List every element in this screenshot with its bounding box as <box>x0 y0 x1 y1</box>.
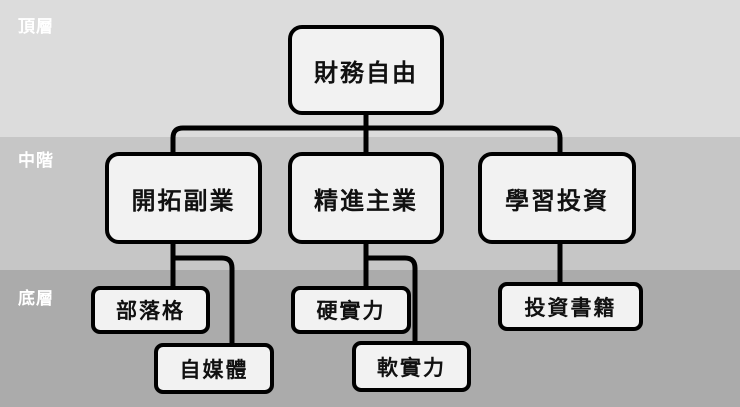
node-learn-invest: 學習投資 <box>478 152 636 244</box>
tier-label-bottom: 底層 <box>18 289 54 309</box>
node-side-business: 開拓副業 <box>105 152 262 244</box>
node-soft-skills-label: 軟實力 <box>377 355 446 380</box>
node-hard-skills-label: 硬實力 <box>316 299 386 323</box>
connector-side-business-to-self-media <box>170 255 235 348</box>
node-root: 財務自由 <box>288 25 444 115</box>
node-blog: 部落格 <box>91 286 210 334</box>
node-self-media-label: 自媒體 <box>179 357 249 382</box>
node-side-business-label: 開拓副業 <box>131 186 236 215</box>
node-soft-skills: 軟實力 <box>352 341 471 392</box>
node-main-job-label: 精進主業 <box>314 186 418 215</box>
connector-main-job-to-soft-skills <box>363 255 418 346</box>
node-self-media: 自媒體 <box>154 343 274 394</box>
tier-label-top: 頂層 <box>18 17 54 37</box>
node-invest-books: 投資書籍 <box>498 282 643 331</box>
node-learn-invest-label: 學習投資 <box>505 186 609 215</box>
node-hard-skills: 硬實力 <box>291 286 411 334</box>
tier-label-middle: 中階 <box>18 151 54 171</box>
node-root-label: 財務自由 <box>314 58 418 87</box>
node-invest-books-label: 投資書籍 <box>524 295 617 320</box>
node-blog-label: 部落格 <box>116 299 185 323</box>
node-main-job: 精進主業 <box>288 152 444 244</box>
